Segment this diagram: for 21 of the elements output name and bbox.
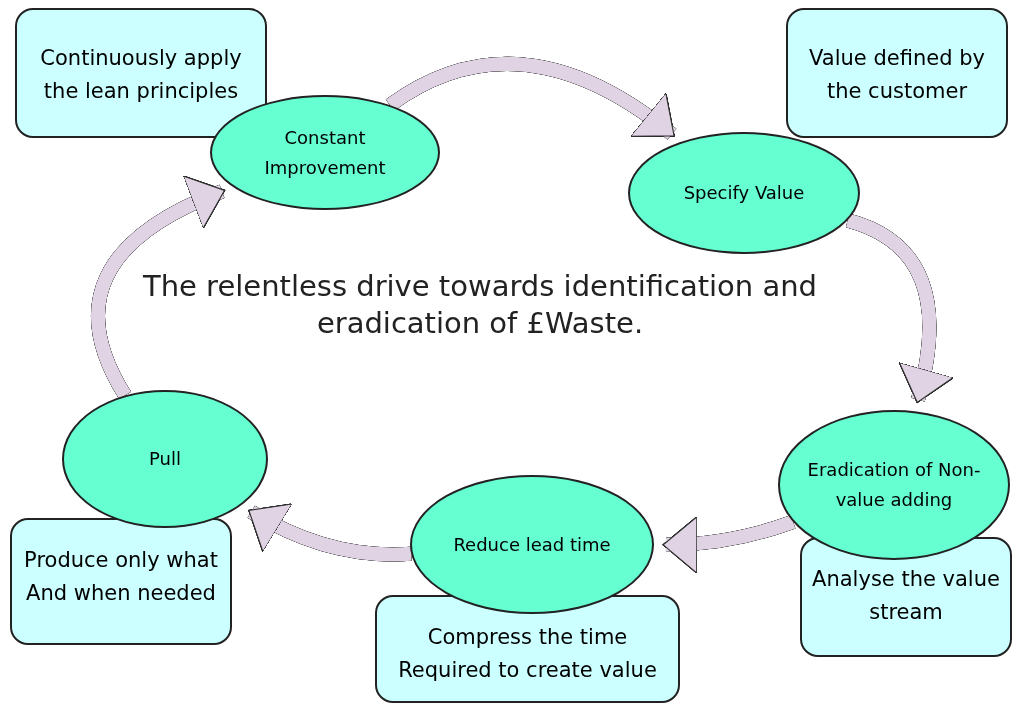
curved-arrow — [845, 213, 954, 403]
step-label: Pull — [149, 447, 181, 471]
note-box — [10, 518, 232, 645]
curved-arrow — [386, 57, 677, 140]
curved-arrow — [662, 515, 796, 573]
note-box — [375, 595, 680, 703]
note-box — [800, 537, 1012, 657]
step-label: Eradication of Non-value adding — [806, 458, 982, 512]
note-text: Compress the time Required to create value — [397, 624, 658, 684]
note-text: Produce only what And when needed — [23, 547, 219, 607]
curved-arrow — [247, 502, 412, 562]
step-label: Reduce lead time — [453, 532, 611, 557]
note-text: Value defined by the customer — [808, 45, 986, 105]
curved-arrow — [91, 176, 226, 399]
note-box — [15, 8, 267, 138]
note-text: Continuously apply the lean principles — [39, 45, 243, 105]
note-text: Analyse the value stream — [811, 566, 1001, 626]
step-label: Specify Value — [683, 181, 805, 205]
central-message: The relentless drive towards identification and eradication of £Waste. — [141, 268, 819, 342]
step-label: Constant Improvement — [263, 125, 387, 180]
note-box — [786, 8, 1008, 138]
